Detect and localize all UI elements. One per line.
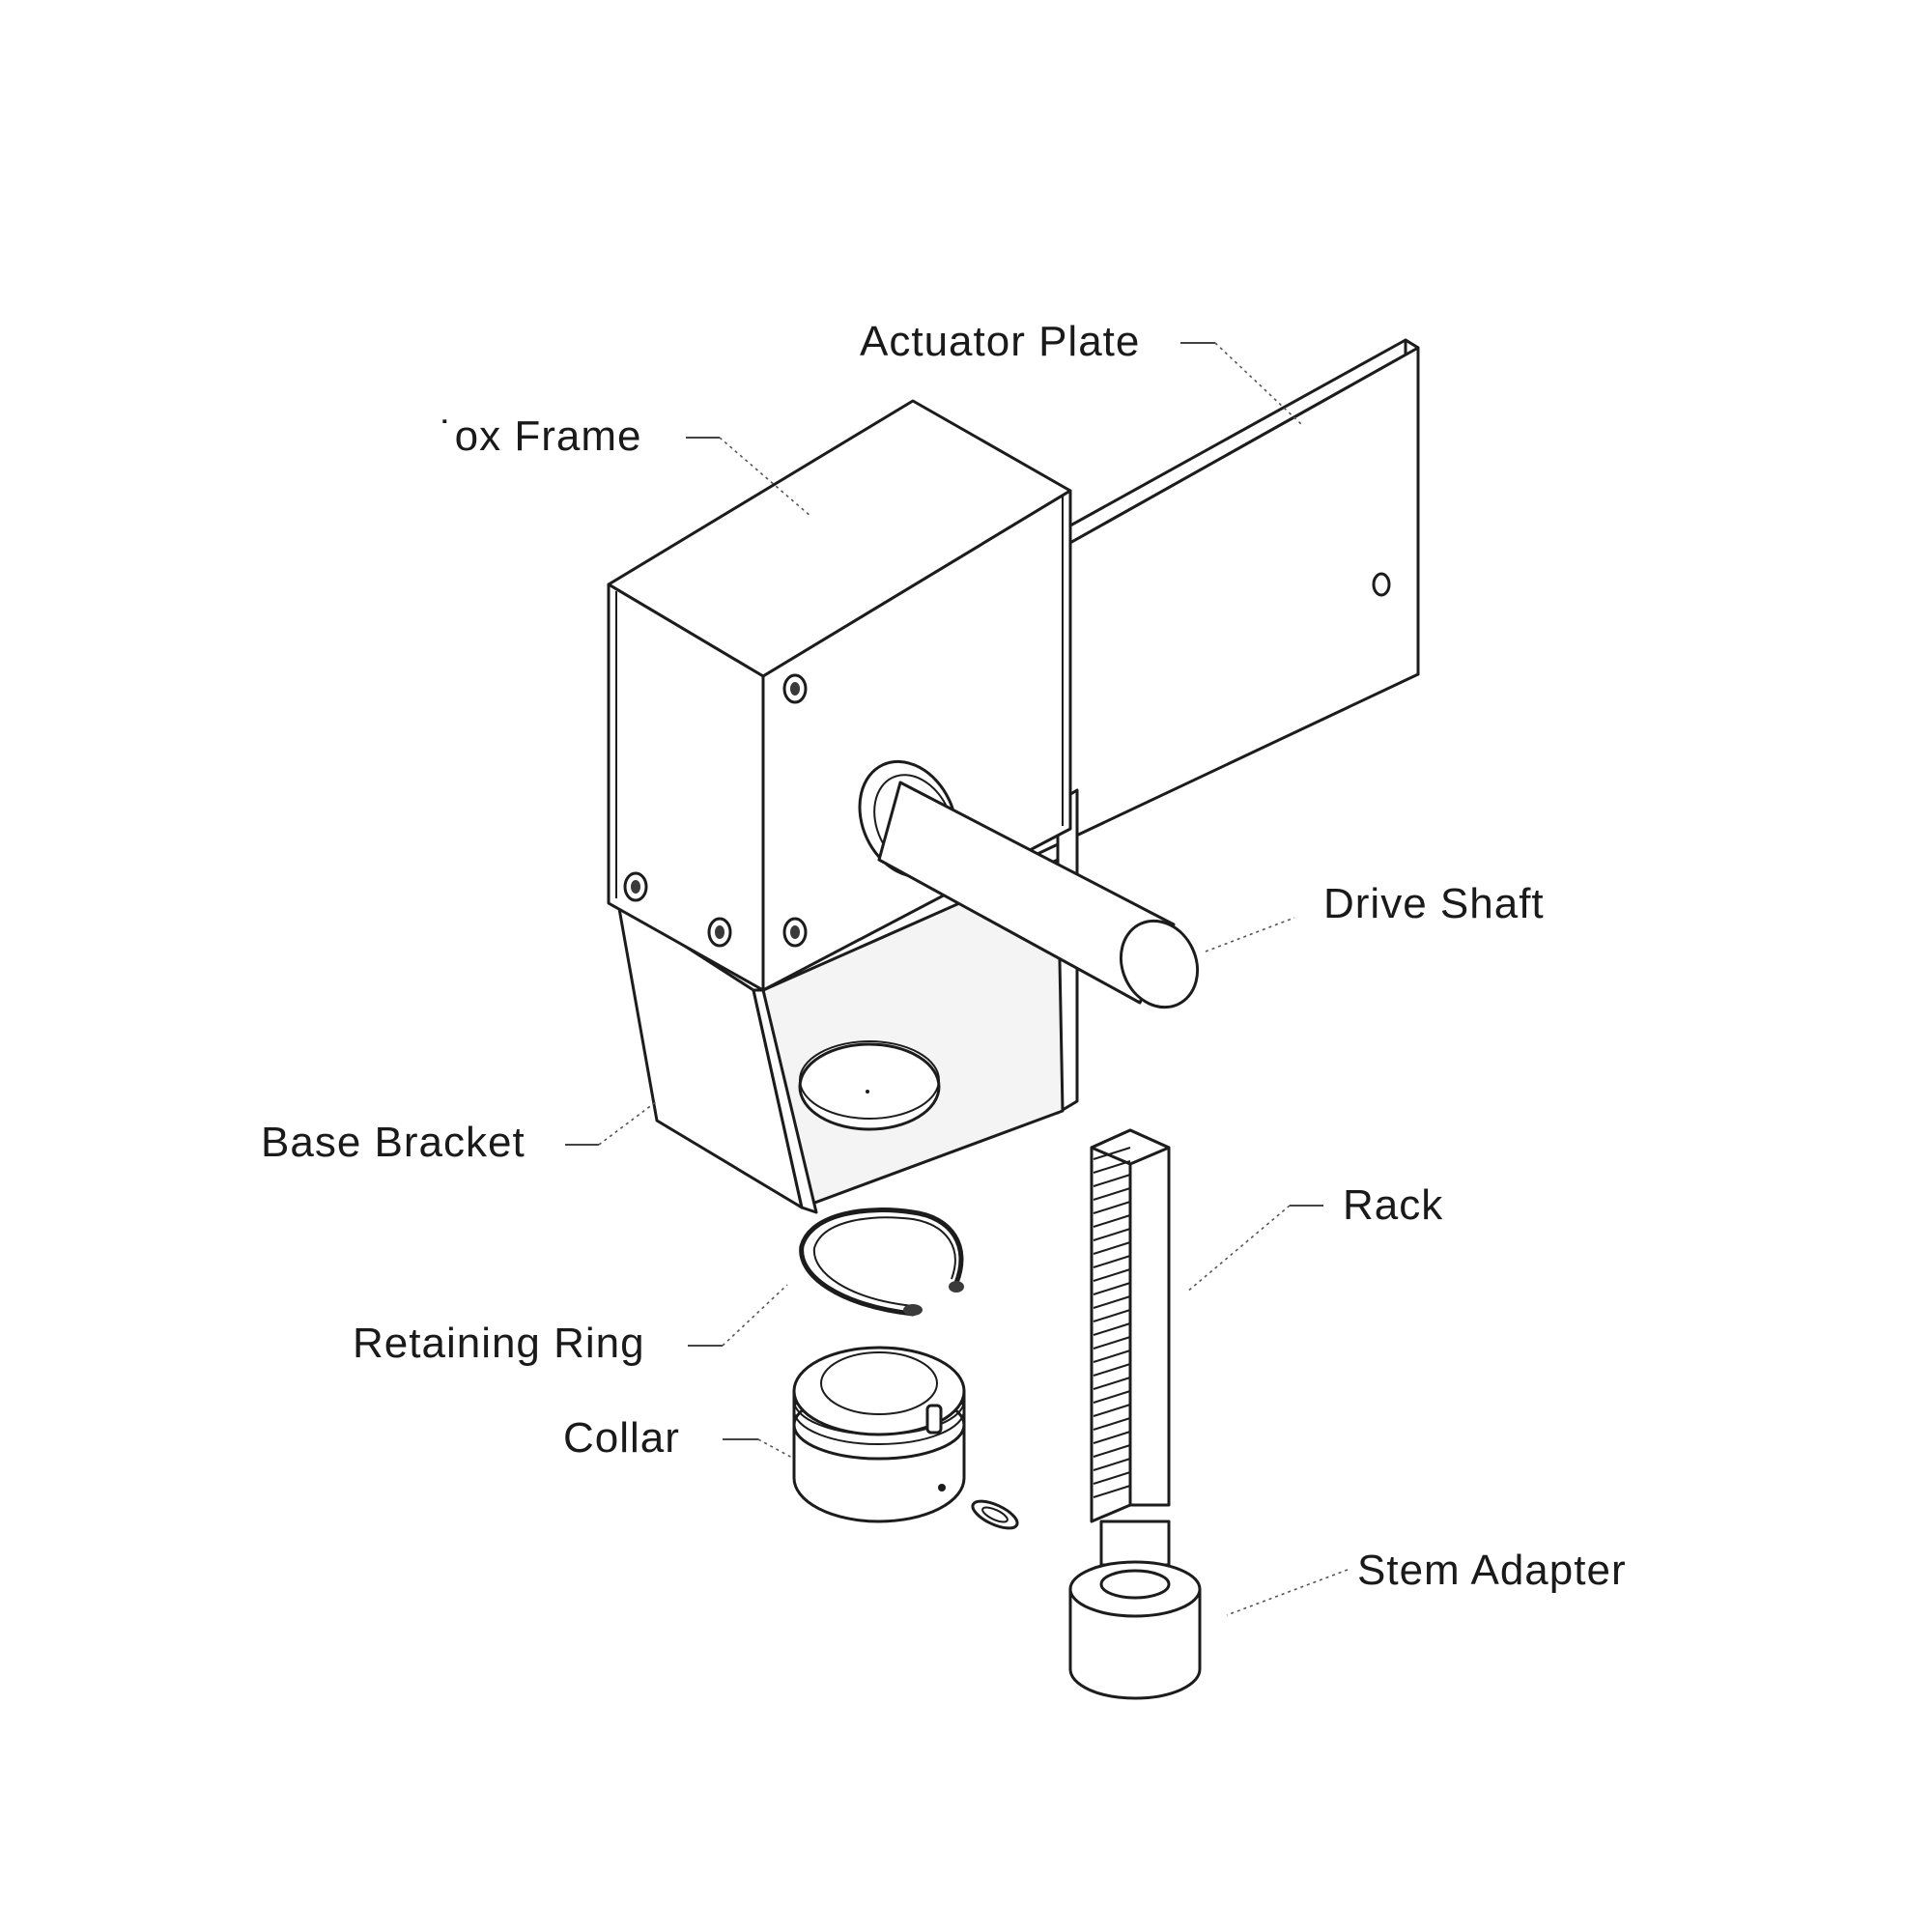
rack <box>1090 1128 1171 1523</box>
rack-tooth <box>1093 1377 1131 1390</box>
rack-tooth <box>1093 1390 1131 1404</box>
rack-tooth <box>1093 1363 1131 1377</box>
rack-tooth <box>1093 1147 1131 1160</box>
label-retaining-ring: Retaining Ring <box>353 1320 645 1367</box>
label-drive-shaft: Drive Shaft <box>1323 880 1545 927</box>
plate-hole <box>1372 572 1391 597</box>
rack-tooth <box>1093 1187 1131 1201</box>
rack-tooth <box>1093 1417 1131 1431</box>
label-collar: Collar <box>563 1414 680 1462</box>
leader-lines <box>565 342 1349 1616</box>
rack-tooth <box>1093 1471 1131 1485</box>
rack-tooth <box>1093 1350 1131 1363</box>
rack-tooth <box>1093 1309 1131 1322</box>
rack-tooth <box>1093 1255 1131 1268</box>
rack-teeth <box>1093 1147 1131 1498</box>
rack-tooth <box>1093 1282 1131 1295</box>
drive-shaft <box>858 759 1200 1009</box>
bracket-bore <box>798 1042 941 1131</box>
rack-tooth <box>1093 1444 1131 1458</box>
label-base-bracket: Base Bracket <box>261 1119 526 1166</box>
rack-tooth <box>1093 1404 1131 1417</box>
rack-tooth <box>1093 1485 1131 1498</box>
rack-tooth <box>1093 1214 1131 1228</box>
rack-tooth <box>1093 1431 1131 1444</box>
frame-screw-icon <box>623 673 808 948</box>
label-stem-adapter: Stem Adapter <box>1357 1547 1627 1594</box>
rack-tooth <box>1093 1295 1131 1309</box>
rack-tooth <box>1093 1322 1131 1336</box>
collar <box>792 1346 1019 1530</box>
rack-tooth <box>1093 1174 1131 1187</box>
label-actuator-plate: Actuator Plate <box>860 318 1140 365</box>
rack-tooth <box>1093 1241 1131 1255</box>
rack-tooth <box>1093 1160 1131 1174</box>
callout-labels: Actuator Plate ˙ox Frame Drive Shaft Bas… <box>261 318 1627 1594</box>
rack-tooth <box>1093 1201 1131 1214</box>
label-box-frame: ˙ox Frame <box>440 412 641 460</box>
stem-adapter <box>1068 1520 1202 1700</box>
rack-tooth <box>1093 1228 1131 1241</box>
label-rack: Rack <box>1343 1181 1443 1229</box>
retaining-ring <box>799 1208 964 1317</box>
rack-tooth <box>1093 1458 1131 1471</box>
rack-tooth <box>1093 1336 1131 1350</box>
rack-tooth <box>1093 1268 1131 1282</box>
